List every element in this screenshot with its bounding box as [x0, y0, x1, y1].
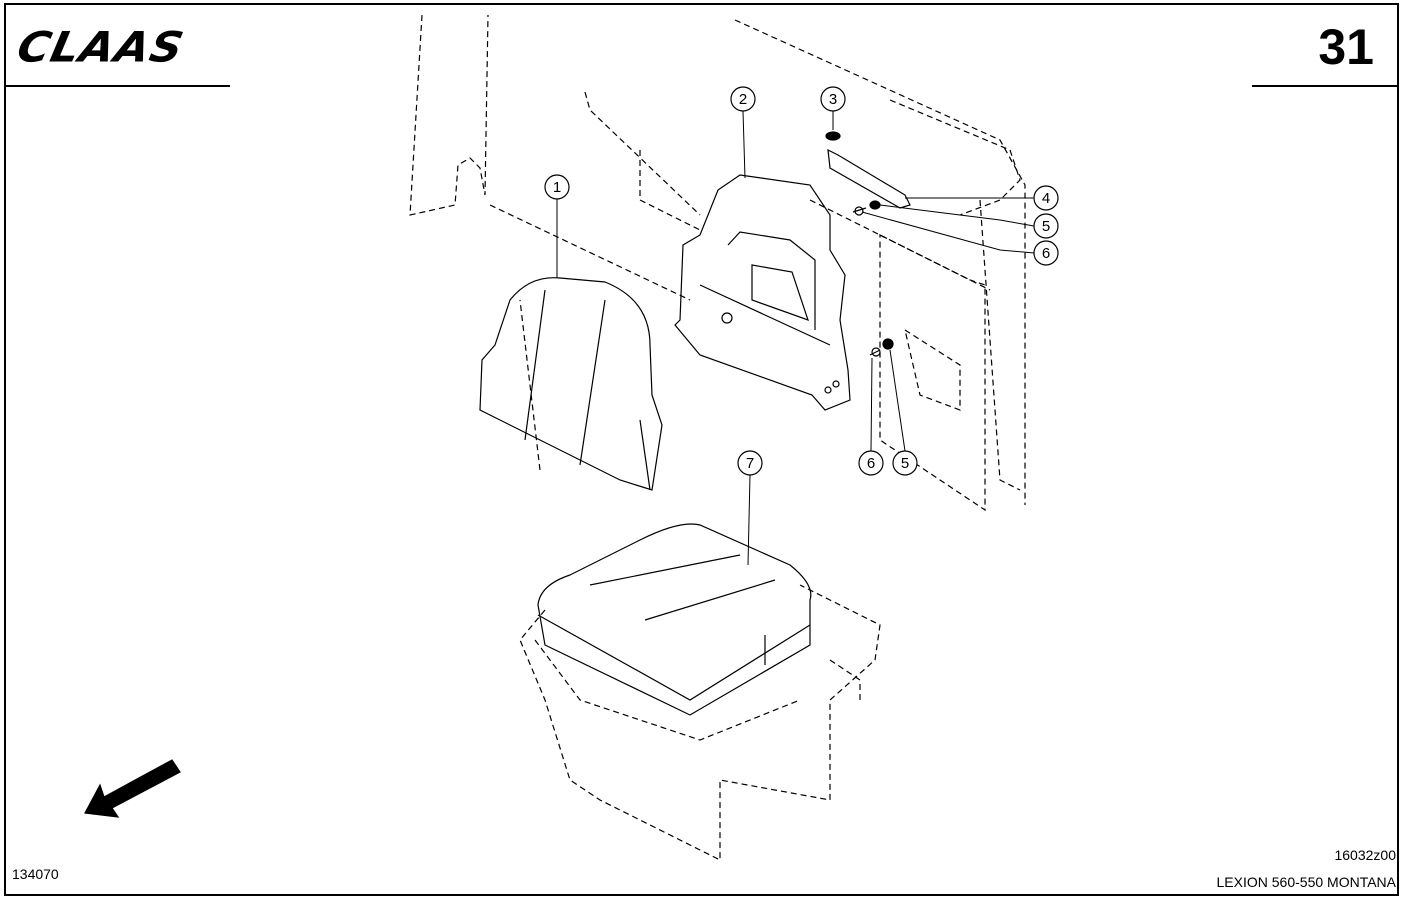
drawing-stroke [537, 523, 812, 716]
drawing-stroke [737, 450, 763, 476]
callout-6: 6 [1033, 240, 1059, 266]
hardware-parts [825, 131, 911, 357]
drawing-stroke [869, 200, 881, 210]
drawing-stroke [882, 338, 894, 350]
header-divider-right [1252, 85, 1398, 87]
drawing-stroke [639, 419, 651, 491]
drawing-stroke [871, 347, 881, 357]
callout-label: 6 [1042, 245, 1050, 262]
drawing-stroke [879, 204, 1035, 227]
drawing-stroke [889, 99, 1021, 216]
callout-label: 5 [901, 455, 909, 472]
drawing-stroke [832, 380, 840, 388]
drawing-stroke [727, 231, 816, 330]
drawing-stroke [519, 299, 541, 471]
drawing-stroke [734, 19, 1026, 505]
drawing-stroke [979, 199, 1021, 491]
leader-lines [556, 110, 1035, 566]
part-1-backrest-cushion [479, 277, 663, 491]
part-7-seat-cushion [537, 523, 812, 716]
drawing-stroke [524, 289, 546, 441]
drawing-stroke [904, 328, 961, 411]
page-border [4, 3, 1399, 896]
document-id: 134070 [12, 866, 59, 882]
callout-label: 6 [867, 455, 875, 472]
callout-label: 7 [746, 455, 754, 472]
drawing-stroke [644, 579, 776, 621]
callout-label: 3 [829, 91, 837, 108]
drawing-stroke [730, 86, 756, 112]
callout-7: 7 [737, 450, 763, 476]
callout-2: 2 [730, 86, 756, 112]
drawing-stroke [827, 148, 911, 209]
drawing-number: 16032z00 [1334, 847, 1396, 863]
drawing-stroke [829, 659, 861, 700]
callout-4: 4 [1033, 185, 1059, 211]
direction-arrow-icon [84, 759, 181, 818]
drawing-stroke [639, 150, 701, 231]
drawing-stroke [824, 386, 832, 394]
drawing-stroke [809, 199, 991, 291]
callout-label: 2 [739, 91, 747, 108]
drawing-stroke [869, 349, 881, 356]
callout-label: 4 [1042, 190, 1050, 207]
callout-6-lower: 6 [858, 450, 884, 476]
callout-label: 1 [553, 179, 561, 196]
drawing-stroke [589, 554, 741, 586]
drawing-stroke [544, 174, 570, 200]
cab-structure-outline [409, 14, 1026, 861]
drawing-stroke [854, 206, 864, 216]
drawing-stroke [751, 264, 809, 321]
drawing-stroke [699, 284, 831, 346]
drawing-stroke [409, 14, 489, 216]
drawing-stroke [1033, 240, 1059, 266]
drawing-stroke [889, 349, 906, 452]
drawing-stroke [674, 174, 851, 411]
header-divider [6, 85, 230, 87]
drawing-stroke [534, 639, 801, 741]
drawing-stroke [579, 299, 606, 466]
callout-label: 5 [1042, 218, 1050, 235]
drawing-stroke [820, 86, 846, 112]
drawing-stroke [1033, 185, 1059, 211]
drawing-stroke [519, 584, 881, 861]
callout-5: 5 [1033, 213, 1059, 239]
drawing-stroke [747, 474, 751, 566]
callout-5-lower: 5 [892, 450, 918, 476]
drawing-stroke [742, 110, 746, 179]
model-name: LEXION 560-550 MONTANA [1216, 874, 1396, 890]
drawing-stroke [1033, 213, 1059, 239]
drawing-stroke [584, 91, 701, 216]
drawing-stroke [858, 450, 884, 476]
drawing-stroke [479, 277, 663, 491]
drawing-stroke [489, 204, 691, 301]
page-number: 31 [1318, 19, 1374, 75]
drawing-stroke [825, 131, 841, 141]
drawing-stroke [892, 450, 918, 476]
drawing-stroke [721, 312, 733, 324]
callout-3: 3 [820, 86, 846, 112]
drawing-stroke [861, 211, 1035, 254]
part-2-backrest-frame [674, 174, 851, 411]
drawing-stroke [870, 357, 873, 452]
drawing-stroke [537, 614, 811, 701]
callout-1: 1 [544, 174, 570, 200]
